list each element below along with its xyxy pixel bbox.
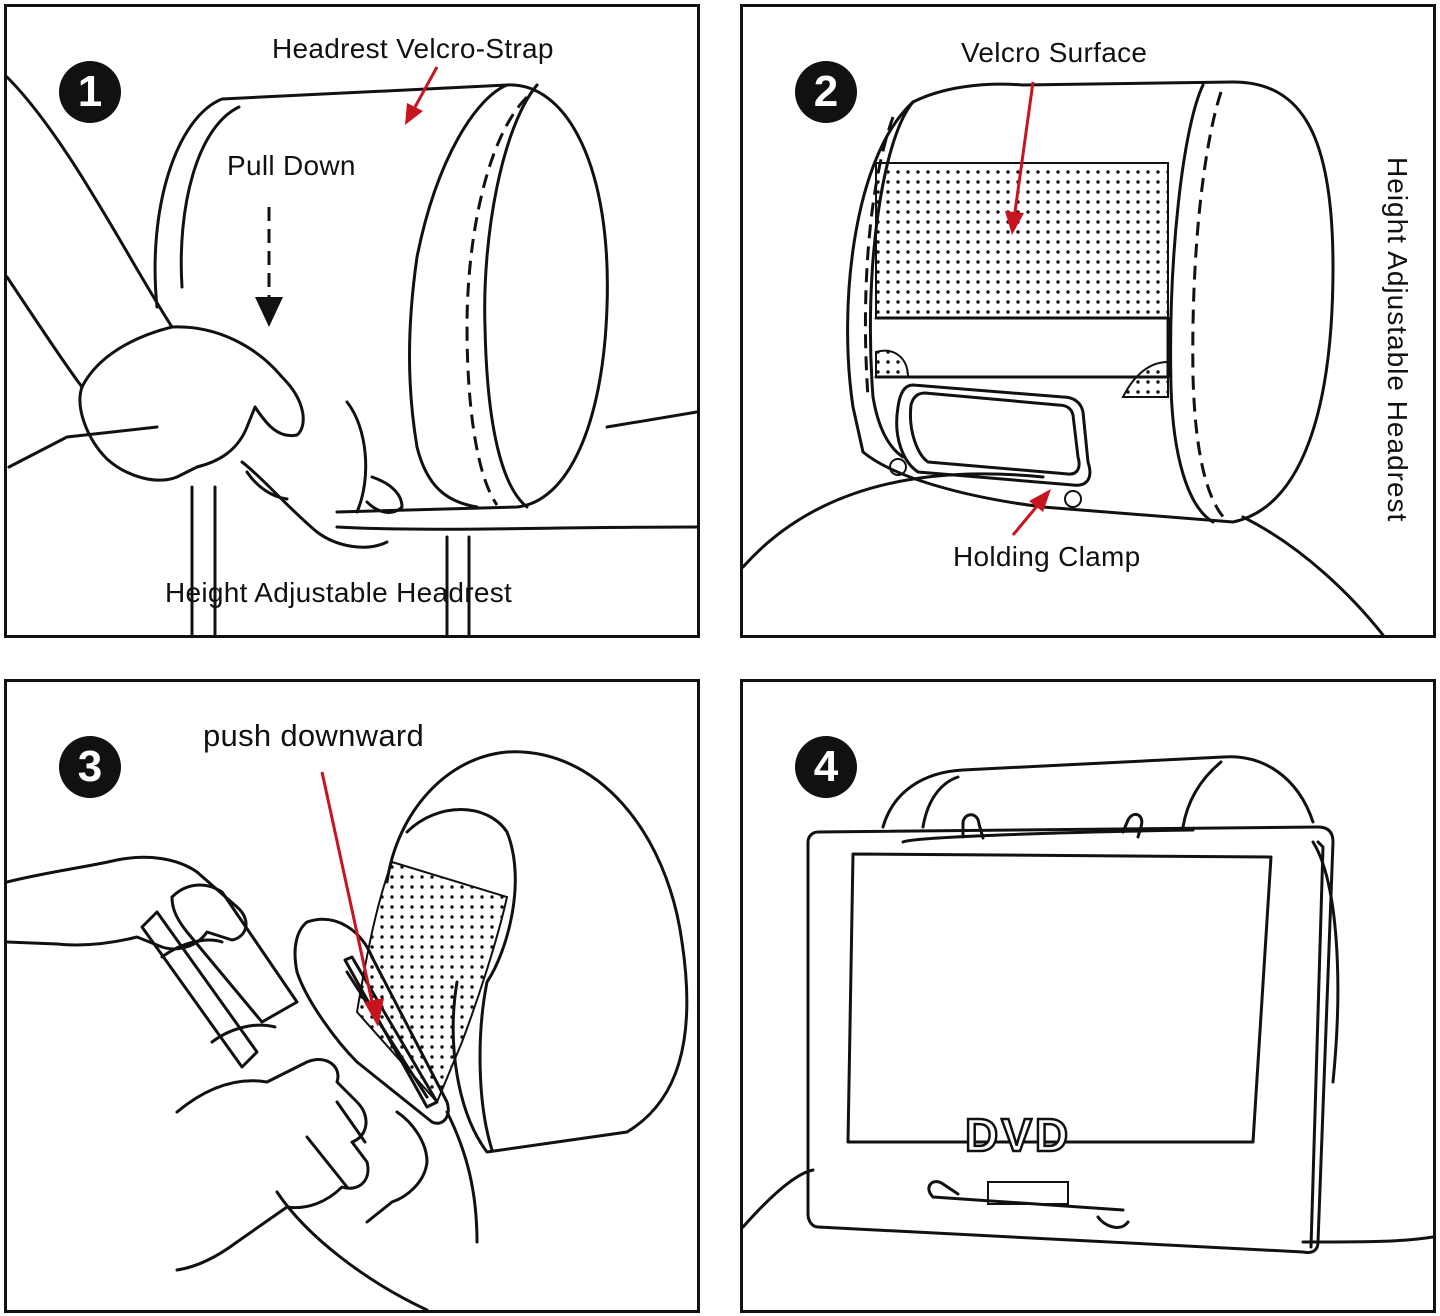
- step-2-panel: 2 Velcro Surface Holding Clamp Height Ad…: [740, 4, 1436, 638]
- step-number-badge: 3: [59, 736, 121, 798]
- pull-down-label: Pull Down: [227, 150, 356, 181]
- step-3-illustration: [7, 750, 689, 1310]
- push-downward-label: push downward: [203, 718, 425, 753]
- step-number-badge: 4: [795, 736, 857, 798]
- step-2-illustration: [743, 80, 1385, 635]
- step-4-illustration: [743, 755, 1433, 1254]
- step-number-badge: 2: [795, 61, 857, 123]
- dvd-logo: DVD: [964, 1108, 1072, 1163]
- step-4-panel: 4 DVD: [740, 679, 1436, 1313]
- step-1-illustration: [7, 66, 697, 635]
- velcro-surface-label: Velcro Surface: [961, 37, 1148, 68]
- holding-clamp-label: Holding Clamp: [953, 541, 1141, 572]
- height-adjustable-headrest-vertical-label: Height Adjustable Headrest: [1382, 157, 1413, 523]
- step-1-panel: 1 Headrest Velcro-Strap Pull Down Height…: [4, 4, 700, 638]
- step-number-badge: 1: [59, 61, 121, 123]
- headrest-velcro-strap-label: Headrest Velcro-Strap: [272, 33, 554, 64]
- height-adjustable-headrest-label: Height Adjustable Headrest: [165, 577, 513, 608]
- step-3-panel: 3 push downward: [4, 679, 700, 1313]
